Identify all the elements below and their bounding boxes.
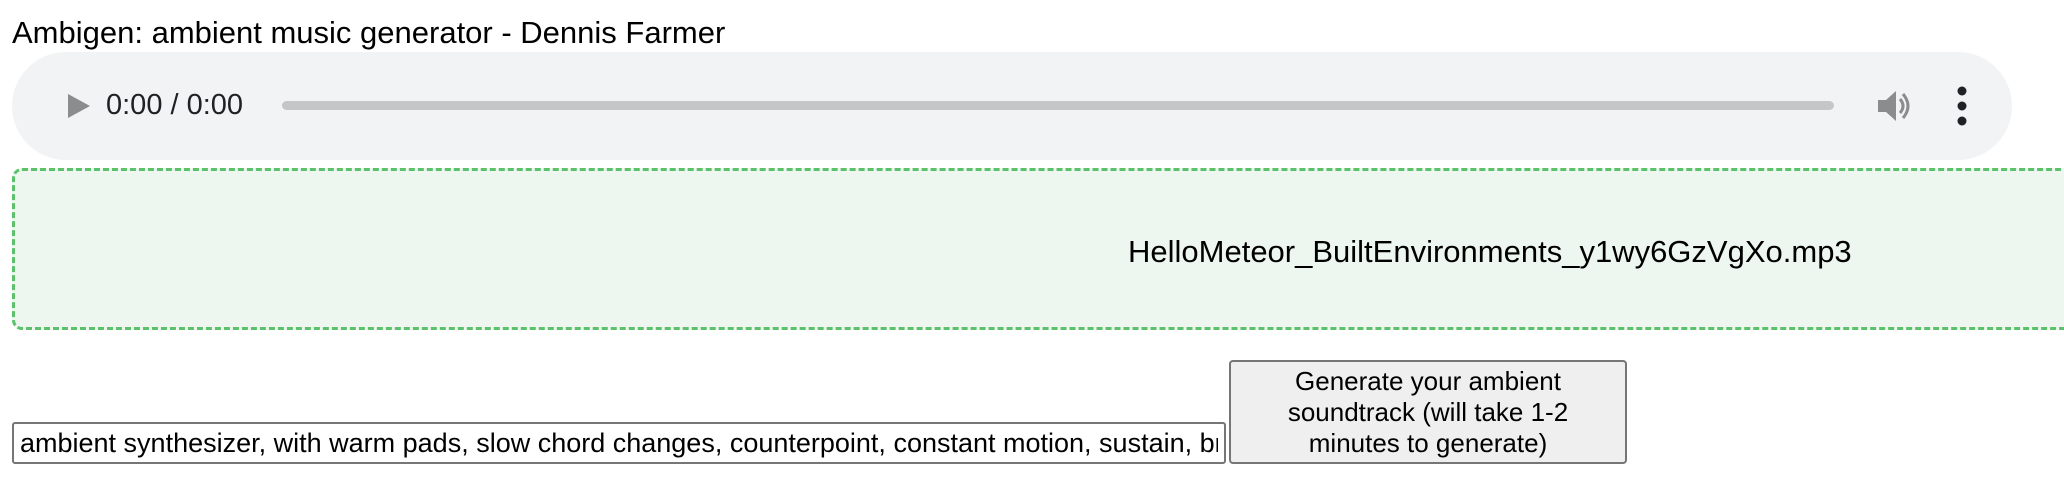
volume-icon[interactable] bbox=[1874, 86, 1914, 126]
seek-bar[interactable] bbox=[282, 101, 1834, 110]
uploaded-filename: HelloMeteor_BuiltEnvironments_y1wy6GzVgX… bbox=[1128, 234, 1852, 269]
play-icon[interactable] bbox=[62, 90, 94, 122]
more-options-icon[interactable] bbox=[1952, 82, 1972, 130]
prompt-input[interactable] bbox=[12, 422, 1226, 464]
page-title: Ambigen: ambient music generator - Denni… bbox=[12, 15, 726, 50]
time-display: 0:00 / 0:00 bbox=[106, 89, 244, 121]
audio-player[interactable]: 0:00 / 0:00 bbox=[12, 52, 2012, 160]
generate-button[interactable]: Generate your ambient soundtrack (will t… bbox=[1229, 360, 1627, 464]
file-drop-zone[interactable]: HelloMeteor_BuiltEnvironments_y1wy6GzVgX… bbox=[12, 168, 2064, 330]
